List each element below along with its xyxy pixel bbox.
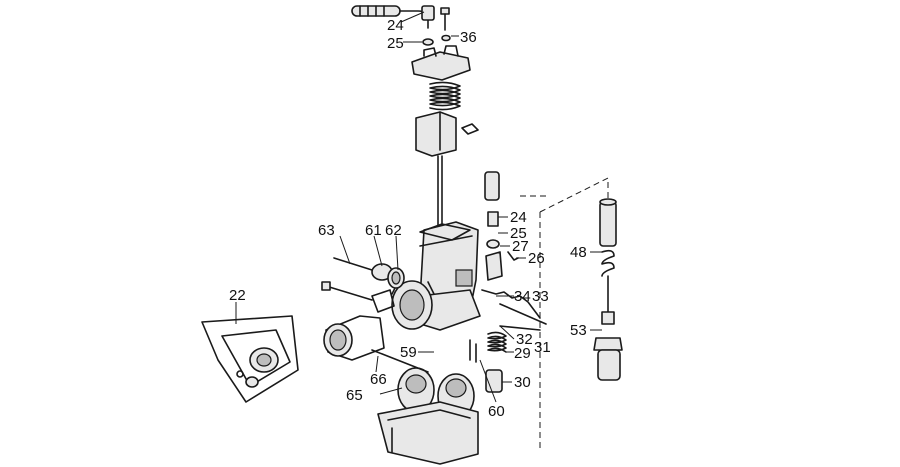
callout-60: 60 xyxy=(488,403,505,420)
mounting-gasket-part xyxy=(201,315,299,403)
callout-59: 59 xyxy=(400,344,417,361)
callout-32: 32 xyxy=(516,331,533,348)
callout-24-choke: 24 xyxy=(510,209,527,226)
clamp-bolt-part xyxy=(321,281,373,301)
callout-25-top: 25 xyxy=(387,35,404,52)
callout-31: 31 xyxy=(534,339,551,356)
slide-spring-part xyxy=(429,81,461,111)
float-bowl-part xyxy=(377,401,479,465)
main-jet-part xyxy=(469,331,507,393)
callout-labels: 24 25 36 24 25 27 26 34 33 32 31 29 30 4… xyxy=(229,17,587,420)
callout-26: 26 xyxy=(528,250,545,267)
choke-plunger-part xyxy=(484,171,519,281)
callout-24-top: 24 xyxy=(387,17,404,34)
callout-63: 63 xyxy=(318,222,335,239)
assembly-guide-line xyxy=(539,177,609,213)
callout-27: 27 xyxy=(512,238,529,255)
callout-65: 65 xyxy=(346,387,363,404)
jet-needle-part xyxy=(437,155,443,227)
callout-33: 33 xyxy=(532,288,549,305)
callout-29: 29 xyxy=(514,345,531,362)
filter-housing-part xyxy=(333,257,405,289)
slide-gasket-part xyxy=(419,223,471,241)
callout-61: 61 xyxy=(365,222,382,239)
throttle-slide-part xyxy=(415,111,479,157)
choke-assembly-part xyxy=(593,198,623,381)
carburetor-body-part xyxy=(391,221,481,331)
callout-62: 62 xyxy=(385,222,402,239)
callout-30: 30 xyxy=(514,374,531,391)
callout-53: 53 xyxy=(570,322,587,339)
callout-22: 22 xyxy=(229,287,246,304)
carb-top-cap-part xyxy=(411,45,471,81)
float-pin-part xyxy=(371,349,429,373)
cable-adjuster-part xyxy=(351,5,435,29)
callout-34: 34 xyxy=(514,288,531,305)
callout-48: 48 xyxy=(570,244,587,261)
idle-screw-part xyxy=(481,289,547,331)
intake-manifold-part xyxy=(323,289,395,361)
callout-66: 66 xyxy=(370,371,387,388)
washer-part xyxy=(422,34,451,46)
top-screw-part xyxy=(440,7,450,31)
callout-25-choke: 25 xyxy=(510,225,527,242)
leader-lines xyxy=(235,11,602,403)
callout-36: 36 xyxy=(460,29,477,46)
